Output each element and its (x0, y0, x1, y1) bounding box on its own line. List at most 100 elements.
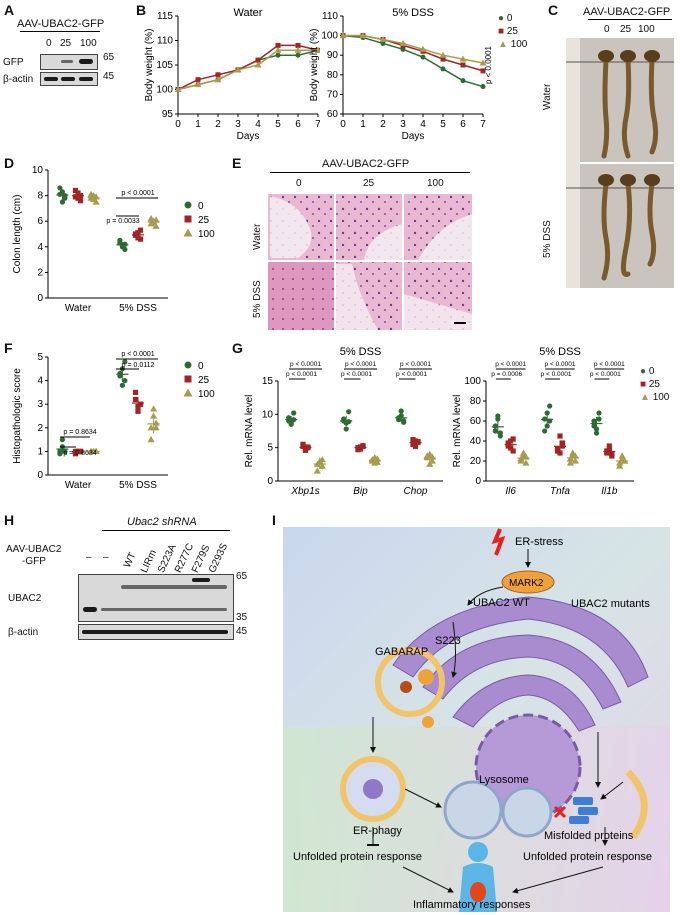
g-legend-item-25: ■ 25 (640, 379, 660, 390)
histo-legend-marker-25 (184, 375, 192, 383)
dss-weight-ytick-label: 70 (327, 89, 339, 100)
panel-c-row-dss: 5% DSS (542, 220, 553, 258)
colon-length-point-0 (57, 185, 63, 191)
colon-length-point-0 (59, 199, 65, 205)
water-weight-point-25 (255, 57, 261, 63)
er-mrna-ylabel: Rel. mRNA level (244, 395, 255, 468)
lane-label-1: – (86, 552, 92, 563)
er-mrna-pval-1-a: p < 0.0001 (345, 361, 376, 368)
histo-score-point-100 (152, 424, 160, 431)
panel-label-c: C (548, 2, 559, 18)
cyto-mrna-point-25 (559, 440, 566, 446)
cyto-mrna-ylabel: Rel. mRNA level (452, 395, 463, 468)
dss-weight-series-100 (343, 34, 484, 64)
cyto-mrna-point-0 (492, 423, 498, 429)
water-weight-point-100 (174, 86, 182, 92)
actin-bands-h (82, 630, 228, 634)
panel-a-row-actin: β-actin (3, 74, 34, 85)
cyto-mrna-pval-0-b: p = 0.0006 (491, 371, 522, 378)
dss-weight-xtick-label: 3 (400, 119, 406, 130)
cyto-mrna-point-25 (606, 443, 612, 449)
er-mrna-point-25 (302, 447, 309, 453)
ubac2-gfp-bands (121, 585, 227, 589)
panel-a-title: AAV-UBAC2-GFP (17, 18, 105, 30)
panel-a-marker-45: 45 (103, 71, 115, 82)
label-er-stress: ER-stress (515, 536, 564, 548)
water-weight-ytick-label: 100 (156, 85, 173, 96)
dss-weight-ytick-label: 100 (321, 31, 338, 42)
cyto-mrna-point-0 (593, 430, 600, 436)
panel-a-row-gfp: GFP (3, 57, 24, 68)
dss-weight-point-25 (480, 68, 486, 74)
dss-weight-xtick-label: 6 (460, 119, 466, 130)
histo-score-ytick-label: 5 (37, 352, 43, 363)
cyto-mrna-point-0 (497, 433, 503, 439)
dss-weight-point-0 (460, 78, 466, 84)
dss-weight-point-100 (439, 51, 447, 58)
dss-weight-point-100 (339, 32, 347, 39)
er-mrna-ytick-label: 10 (262, 409, 274, 420)
panel-label-i: I (272, 512, 276, 528)
dss-weight-ylabel: Body weight (%) (309, 29, 320, 102)
colon-length-point-0 (62, 193, 68, 199)
ubac2-endogenous-band (83, 607, 97, 612)
dss-weight-title: 5% DSS (392, 7, 434, 19)
histo-score-category-label: 5% DSS (119, 480, 157, 491)
cyto-mrna-point-100 (519, 449, 528, 456)
panel-h-row-ubac2: UBAC2 (8, 593, 42, 604)
er-mrna-point-100 (318, 462, 326, 469)
cyto-mrna-point-0 (492, 428, 498, 434)
cyto-mrna-ytick-label: 0 (475, 476, 481, 487)
er-mrna-point-100 (426, 460, 434, 467)
histo-pval-2: p = 0.8634 (63, 450, 96, 457)
dss-weight-ytick-label: 110 (322, 11, 338, 22)
er-mrna-point-0 (343, 426, 349, 432)
colon-length-pval-1: p < 0.0001 (121, 190, 154, 197)
water-weight-point-25 (295, 42, 301, 48)
gfp-band-25 (61, 60, 73, 63)
er-mrna-pval-0-a: p < 0.0001 (290, 361, 321, 368)
panel-h-marker-35: 35 (236, 612, 248, 623)
water-weight-point-100 (234, 66, 242, 73)
panel-e-dose-25: 25 (363, 178, 375, 189)
water-weight-point-0 (295, 52, 301, 58)
colon-length-ylabel: Colon length (cm) (12, 195, 23, 274)
dss-weight-point-25 (460, 62, 466, 68)
histo-pval-4: p = 0.0112 (122, 362, 155, 369)
colon-length-ytick-label: 2 (37, 267, 43, 278)
water-weight-stat-note: ns (319, 61, 320, 69)
dss-weight-point-100 (419, 45, 427, 52)
dss-weight-xlabel: Days (402, 131, 425, 142)
cyto-mrna-point-0 (495, 413, 501, 419)
panel-label-b: B (136, 2, 147, 18)
er-mrna-point-25 (300, 441, 306, 447)
cyto-mrna-point-25 (510, 448, 516, 454)
histo-pval-1: p = 0.8634 (63, 429, 96, 436)
er-mrna-point-0 (291, 410, 297, 416)
dss-weight-xtick-label: 4 (420, 119, 426, 130)
colon-length-pval-2: p = 0.0033 (106, 218, 139, 225)
dss-weight-point-0 (380, 40, 386, 46)
panel-c-dose-25: 25 (620, 24, 632, 35)
er-mrna-point-0 (346, 409, 352, 415)
er-mrna-pval-1-b: p < 0.0001 (341, 371, 372, 378)
er-mrna-title: 5% DSS (340, 346, 382, 358)
cyto-mrna-point-25 (510, 436, 516, 442)
cyto-mrna-ytick-label: 60 (470, 416, 482, 427)
panel-h-aav-label2: -GFP (22, 556, 46, 567)
cyto-mrna-point-100 (517, 457, 525, 464)
er-mrna-ytick-label: 15 (262, 376, 274, 387)
panel-b-legend: ● 0 ■ 25 ▲ 100 (498, 12, 527, 51)
histo-score-point-0 (122, 359, 128, 365)
er-mrna-point-25 (410, 437, 416, 443)
histo-score-point-0 (57, 451, 63, 457)
er-mrna-ytick-label: 0 (267, 476, 273, 487)
panel-e-dose-100: 100 (427, 178, 444, 189)
panel-label-h: H (4, 512, 15, 528)
histo-score-point-25 (132, 396, 139, 403)
cyto-mrna-pval-1-a: p < 0.0001 (545, 361, 576, 368)
